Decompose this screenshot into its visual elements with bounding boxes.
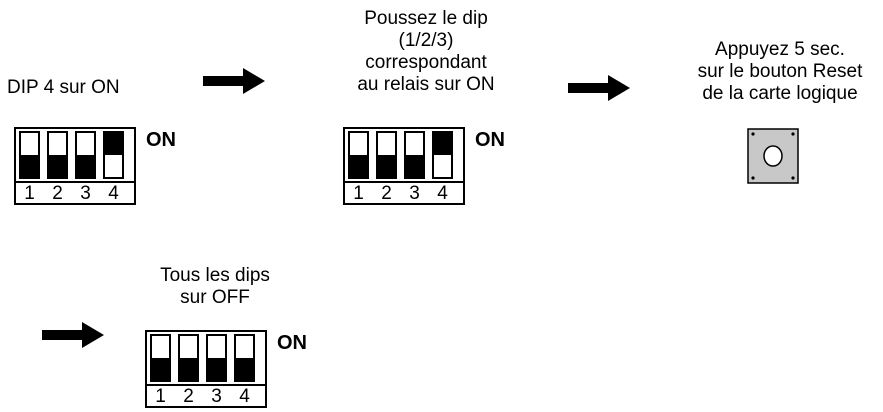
dip-on-label: ON [277,332,307,354]
dip-number-label: 1 [353,183,364,204]
dip-switch-knob [77,155,94,177]
dip-on-label: ON [475,129,505,151]
dip-number-label: 3 [80,183,91,204]
step2-caption: Poussez le dip (1/2/3) correspondant au … [338,8,514,96]
dip-on-label: ON [146,129,176,151]
dip-number-label: 4 [239,386,250,407]
caption-line: Poussez le dip [364,8,488,29]
dip-number-label: 1 [155,386,166,407]
dip-switch-knob [350,155,367,177]
dip-number-label: 2 [183,386,194,407]
step1-caption: DIP 4 sur ON [7,77,120,99]
dip-switch-knob [21,155,38,177]
dip-switch-4[interactable] [103,131,124,179]
caption-line: Appuyez 5 sec. [715,39,845,60]
dip-switch-1[interactable] [150,334,171,382]
dip-number-label: 4 [437,183,448,204]
dip-switch-body [14,127,136,183]
caption-line: sur le bouton Reset [697,61,863,82]
caption-line: (1/2/3) [398,30,454,51]
dip-switch-knob [152,358,169,380]
reset-button-icon[interactable] [747,128,799,184]
dip-switch-knob [434,133,451,155]
dip-number-label: 1 [24,183,35,204]
dip-switch-knob [105,133,122,155]
dip-switch-knob [406,155,423,177]
dip-switch-1[interactable] [348,131,369,179]
step4-caption: Tous les dips sur OFF [130,265,300,309]
caption-line: au relais sur ON [357,74,495,95]
dip-number-label: 2 [52,183,63,204]
dip-number-label: 2 [381,183,392,204]
right-arrow-icon [568,75,630,101]
dip-switch-3[interactable] [404,131,425,179]
dip-switch-2[interactable] [47,131,68,179]
dip-switch-knob [378,155,395,177]
dip-switch-knob [208,358,225,380]
dip-number-label: 4 [108,183,119,204]
right-arrow-icon [42,322,104,348]
dip-switch-knob [180,358,197,380]
dip-switch-knob [49,155,66,177]
dip-number-label: 3 [409,183,420,204]
dip-switch-2[interactable] [178,334,199,382]
dip-switch-2[interactable] [376,131,397,179]
caption-line: correspondant [365,52,487,73]
dip-switch-4[interactable] [432,131,453,179]
dip-number-label: 3 [211,386,222,407]
dip-switch-3[interactable] [206,334,227,382]
dip-switch-1[interactable] [19,131,40,179]
step3-caption: Appuyez 5 sec. sur le bouton Reset de la… [680,39,880,105]
dip-switch-body [145,330,267,386]
caption-line: sur OFF [180,287,250,308]
caption-line: DIP 4 sur ON [7,77,120,98]
dip-switch-3[interactable] [75,131,96,179]
caption-line: de la carte logique [702,83,858,104]
dip-switch-4[interactable] [234,334,255,382]
dip-switch-body [343,127,465,183]
caption-line: Tous les dips [160,265,270,286]
dip-switch-knob [236,358,253,380]
right-arrow-icon [203,68,265,94]
